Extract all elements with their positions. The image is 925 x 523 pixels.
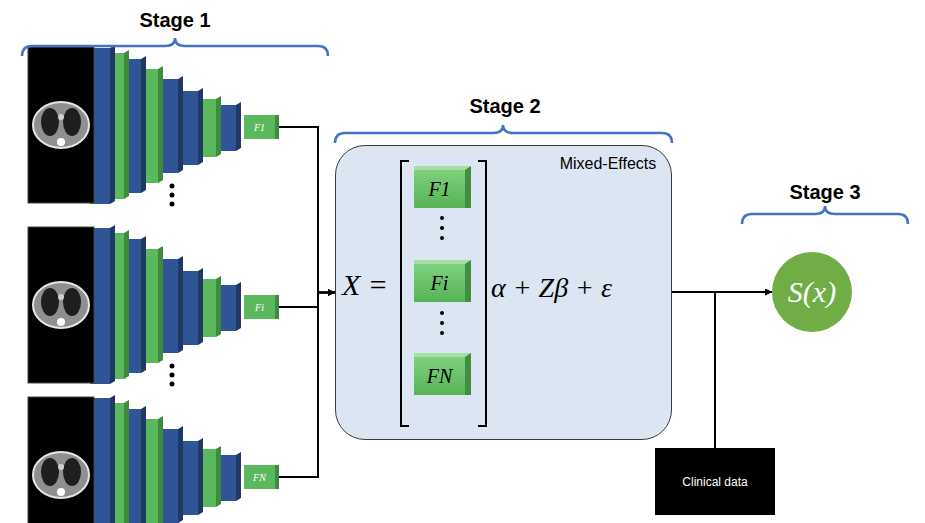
feature-block: F1 [414,166,471,208]
feature-vector: FN [244,465,279,489]
cnn-stack [28,395,241,523]
connector-arrow [279,127,335,293]
feature-block: FN [414,353,471,395]
connector-arrow [279,293,335,308]
node-label: FN [253,472,266,483]
cnn-stack [28,225,241,384]
cnn-stack [28,45,241,204]
clinical-data-box: Clinical data [655,448,775,515]
feature-block: Fi [414,260,471,302]
survival-circle: S(x) [772,252,852,332]
connector-arrow [279,293,335,478]
node-label: FN [427,365,453,388]
stage-label: Stage 2 [469,95,540,118]
node-label: Clinical data [682,475,747,489]
ellipsis-dots [170,184,175,387]
mixed-effects-box: Mixed-Effects X = α + Zβ + ε F1FiFN [335,145,672,440]
formula-lhs: X = [342,268,388,302]
node-label: S(x) [788,275,836,309]
box-title: Mixed-Effects [558,154,658,175]
connector-arrow [715,292,772,448]
feature-vector: Fi [244,295,279,319]
formula-rhs: α + Zβ + ε [491,272,612,304]
node-label: Fi [255,302,264,313]
stage-brackets [22,38,908,224]
node-label: F1 [428,178,450,201]
stage-label: Stage 1 [139,9,210,32]
feature-vector: F1 [244,115,279,139]
node-label: F1 [254,122,265,133]
stage-label: Stage 3 [789,181,860,204]
node-label: Fi [431,272,449,295]
